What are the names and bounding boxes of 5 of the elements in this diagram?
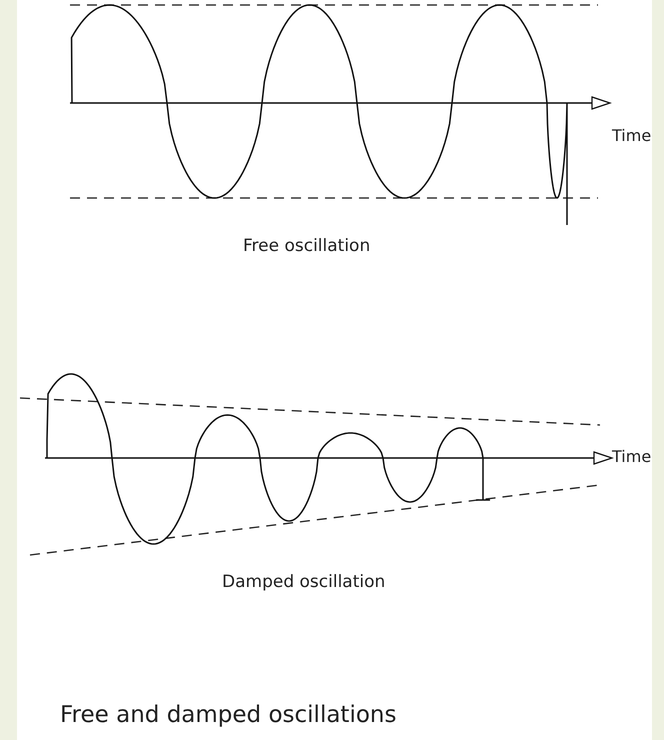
axis-label: Time	[612, 126, 652, 146]
graph-caption: Free oscillation	[243, 236, 370, 256]
axis-label: Time	[612, 447, 652, 466]
graph-caption: Damped oscillation	[222, 572, 386, 592]
figure-caption: Free and damped oscillations	[60, 702, 396, 730]
